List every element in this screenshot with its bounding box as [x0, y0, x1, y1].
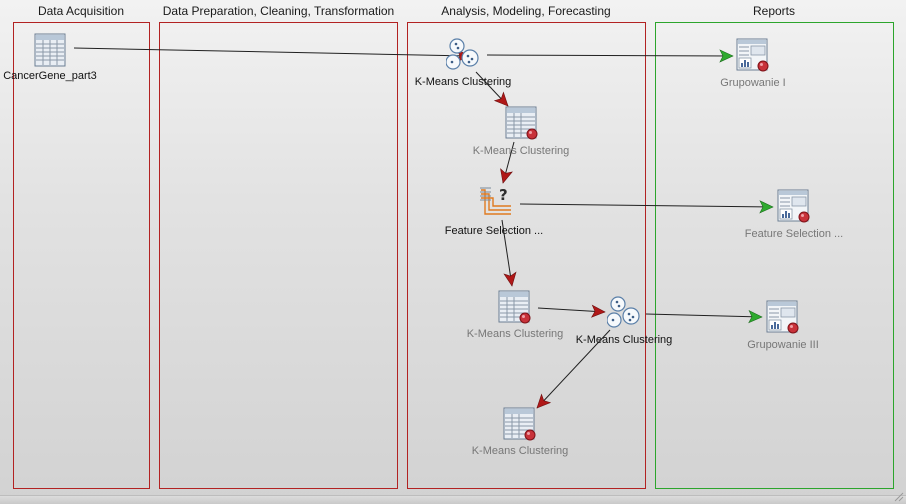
report-icon: [766, 300, 799, 334]
edge-feature-selection-to-report-2[interactable]: [519, 203, 774, 208]
lane-analysis[interactable]: [407, 22, 646, 489]
arrowhead-kmeans-table-2-to-kmeans-2: [590, 304, 606, 318]
lane-data-preparation[interactable]: [159, 22, 398, 489]
edge-kmeans-2-to-kmeans-table-3[interactable]: [536, 329, 611, 409]
arrowhead-kmeans-2-to-kmeans-table-3: [536, 393, 552, 409]
edge-kmeans-1-to-report-1[interactable]: [486, 54, 734, 57]
lane-title-data-acquisition: Data Acquisition: [37, 4, 125, 18]
node-kmeans-table-2[interactable]: [498, 290, 532, 324]
node-feature-selection[interactable]: ?: [479, 186, 513, 220]
kmeans-cluster-icon: [607, 296, 640, 328]
lane-reports[interactable]: [655, 22, 894, 489]
arrowhead-kmeans-1-to-kmeans-table-1: [493, 91, 509, 107]
node-report-3[interactable]: [766, 300, 800, 334]
lane-title-reports: Reports: [752, 4, 796, 18]
node-label-kmeans-2: K-Means Clustering: [575, 334, 673, 346]
kmeans-cluster-icon: [446, 38, 479, 70]
node-report-2[interactable]: [777, 189, 811, 223]
node-label-report-3: Grupowanie III: [747, 339, 819, 351]
node-kmeans-table-3[interactable]: [503, 407, 537, 441]
feature-selection-icon: ?: [480, 186, 511, 215]
table-result-icon: [505, 106, 538, 140]
lane-title-analysis: Analysis, Modeling, Forecasting: [441, 4, 611, 18]
table-icon: [34, 33, 66, 67]
report-icon: [777, 189, 810, 223]
node-label-kmeans-table-3: K-Means Clustering: [471, 445, 569, 457]
node-label-report-1: Grupowanie I: [720, 77, 786, 89]
arrowhead-kmeans-table-1-to-feature-selection: [500, 168, 513, 184]
node-label-kmeans-table-2: K-Means Clustering: [466, 328, 564, 340]
bottom-border: [0, 495, 906, 504]
node-kmeans-table-1[interactable]: [505, 106, 539, 140]
edge-kmeans-table-2-to-kmeans-2[interactable]: [537, 307, 606, 313]
edge-cancergene-to-kmeans-1[interactable]: [73, 47, 471, 57]
lane-title-data-preparation: Data Preparation, Cleaning, Transformati…: [162, 4, 395, 18]
arrowhead-feature-selection-to-report-2: [759, 200, 774, 214]
table-result-icon: [503, 407, 536, 441]
arrowhead-kmeans-2-to-report-3: [748, 310, 763, 324]
svg-text:?: ?: [499, 186, 508, 204]
node-report-1[interactable]: [736, 38, 770, 72]
node-label-kmeans-table-1: K-Means Clustering: [472, 145, 570, 157]
arrowhead-kmeans-1-to-report-1: [719, 49, 734, 63]
resize-grip-icon[interactable]: [892, 490, 904, 502]
node-kmeans-1[interactable]: [446, 38, 480, 72]
node-label-feature-selection: Feature Selection ...: [444, 225, 544, 237]
lane-data-acquisition[interactable]: [13, 22, 150, 489]
edge-feature-selection-to-kmeans-table-2[interactable]: [501, 219, 513, 287]
arrowhead-feature-selection-to-kmeans-table-2: [503, 271, 517, 287]
node-label-report-2: Feature Selection ...: [744, 228, 844, 240]
node-cancergene[interactable]: [33, 33, 67, 67]
node-label-kmeans-1: K-Means Clustering: [414, 76, 512, 88]
edge-kmeans-2-to-report-3[interactable]: [645, 313, 763, 318]
node-label-cancergene: CancerGene_part3: [3, 70, 97, 82]
table-result-icon: [498, 290, 531, 324]
report-icon: [736, 38, 769, 72]
node-kmeans-2[interactable]: [607, 296, 641, 330]
